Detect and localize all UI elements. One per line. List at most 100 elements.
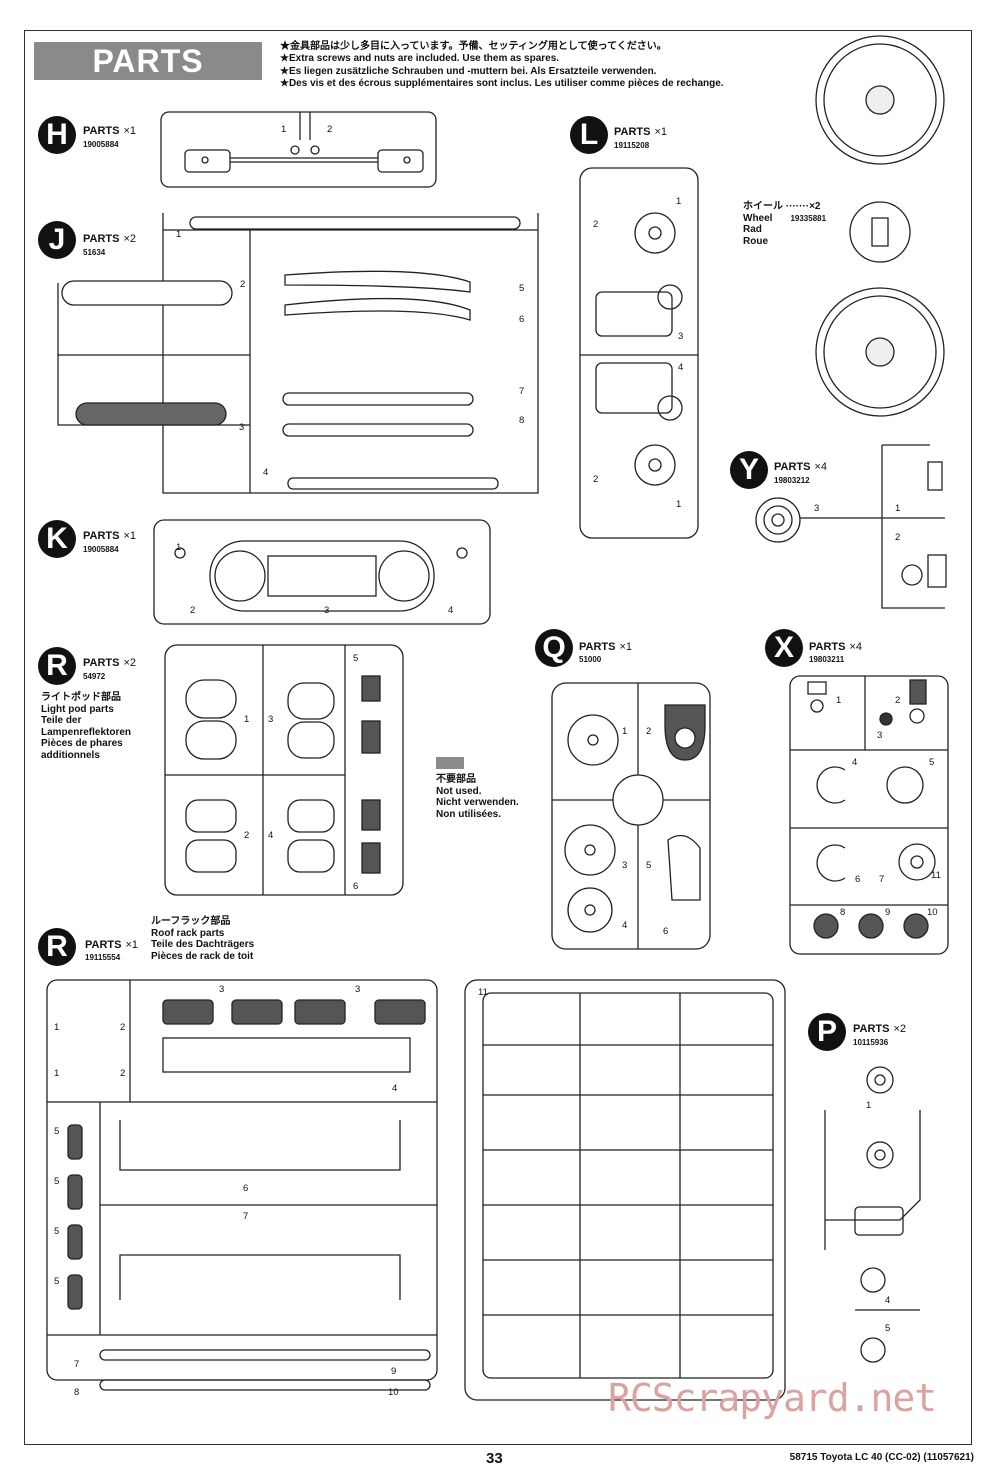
num-r2-1a: 1 [54,1022,60,1033]
sprue-r-roof-rack [46,979,438,1391]
num-l3: 3 [678,331,684,342]
badge-y: Y [730,451,768,489]
num-h1: 1 [281,124,287,135]
sprue-l [579,167,699,539]
num-q4: 4 [622,920,628,931]
parts-q-code: 51000 [579,655,602,664]
num-r2-7b: 7 [74,1359,80,1370]
parts-k-code: 19005884 [83,545,119,554]
num-r2-8: 8 [74,1387,80,1398]
num-r1-5: 5 [353,653,359,664]
sprue-k [153,519,491,625]
parts-l-label: PARTS×1 [614,126,668,138]
num-r1-1: 1 [244,714,250,725]
watermark: RCScrapyard.net [608,1376,937,1420]
num-j4: 4 [263,467,269,478]
num-x5: 5 [929,757,935,768]
num-r1-4: 4 [268,830,274,841]
note-fr: ★Des vis et des écrous supplémentaires s… [280,77,724,89]
sprue-roof-rack-main [464,979,786,1401]
note-en: ★Extra screws and nuts are included. Use… [280,53,560,65]
num-q6: 6 [663,926,669,937]
num-r2-1b: 1 [54,1068,60,1079]
badge-h: H [38,116,76,154]
sprue-p [824,1066,921,1363]
num-y2: 2 [895,532,901,543]
parts-x-code: 19803211 [809,655,845,664]
num-l2a: 2 [593,219,599,230]
num-p5: 5 [885,1323,891,1334]
num-l2b: 2 [593,474,599,485]
num-r2-5a: 5 [54,1126,60,1137]
num-j7: 7 [519,386,525,397]
num-r2-5c: 5 [54,1226,60,1237]
num-x2: 2 [895,695,901,706]
num-x8: 8 [840,907,846,918]
page-number: 33 [486,1450,503,1467]
sprue-r-light-pod [164,644,404,896]
badge-l: L [570,116,608,154]
num-q5: 5 [646,860,652,871]
parts-p-code: 10115936 [853,1038,889,1047]
num-r2-4: 4 [392,1083,398,1094]
badge-j: J [38,221,76,259]
num-p1: 1 [866,1100,872,1111]
parts-y-label: PARTS×4 [774,461,828,473]
num-r2-3a: 3 [219,984,225,995]
parts-q-label: PARTS×1 [579,641,633,653]
num-r1-2: 2 [244,830,250,841]
parts-k-label: PARTS×1 [83,530,137,542]
num-x9: 9 [885,907,891,918]
num-x1: 1 [836,695,842,706]
num-r2-9: 9 [391,1366,397,1377]
parts-r1-code: 54972 [83,672,106,681]
num-x3: 3 [877,730,883,741]
num-q1: 1 [622,726,628,737]
num-l1a: 1 [676,196,682,207]
not-used-swatch [436,757,464,769]
num-k2: 2 [190,605,196,616]
note-jp: ★金具部品は少し多目に入っています。予備、セッティング用として使ってください。 [280,41,667,52]
badge-r-roof-rack: R [38,928,76,966]
page-title: PARTS [34,42,262,80]
parts-y-code: 19803212 [774,476,810,485]
num-y3: 3 [814,503,820,514]
num-r2-5d: 5 [54,1276,60,1287]
num-h2: 2 [327,124,333,135]
num-j8: 8 [519,415,525,426]
num-x6: 6 [855,874,861,885]
badge-p: P [808,1013,846,1051]
num-l4: 4 [678,362,684,373]
badge-x: X [765,629,803,667]
num-r2-11: 11 [478,987,488,998]
num-r2-7: 7 [243,1211,249,1222]
sprue-h [160,111,437,188]
num-k3: 3 [324,605,330,616]
wheel-drawings [815,35,945,417]
num-x11: 11 [931,870,941,881]
parts-r1-label: PARTS×2 [83,657,137,669]
num-y1: 1 [895,503,901,514]
num-q3: 3 [622,860,628,871]
badge-r-light-pod: R [38,647,76,685]
num-j6: 6 [519,314,525,325]
parts-l-code: 19115208 [614,141,650,150]
num-r1-3: 3 [268,714,274,725]
num-r2-5b: 5 [54,1176,60,1187]
num-x4: 4 [852,757,858,768]
num-r2-10: 10 [388,1387,399,1398]
parts-h-label: PARTS×1 [83,125,137,137]
num-j3: 3 [239,422,245,433]
parts-h-code: 19005884 [83,140,119,149]
parts-x-label: PARTS×4 [809,641,863,653]
num-p4: 4 [885,1295,891,1306]
num-r2-3b: 3 [355,984,361,995]
parts-j-label: PARTS×2 [83,233,137,245]
num-x7: 7 [879,874,885,885]
sprue-x [789,675,949,955]
sprue-j [57,213,539,494]
